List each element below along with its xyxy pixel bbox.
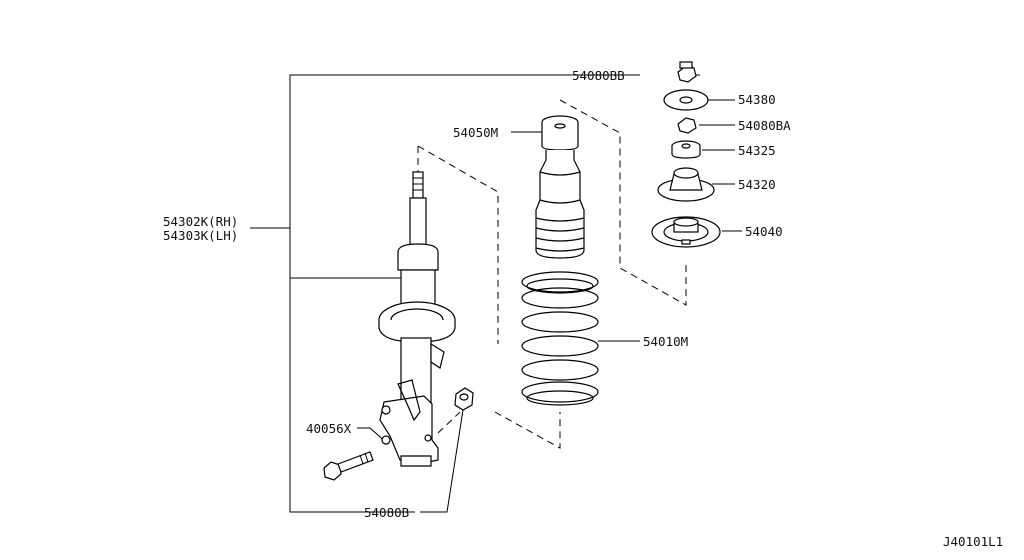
label-54080ba: 54080BA <box>738 118 791 133</box>
bound-bumper-54050m <box>535 115 585 259</box>
label-54325: 54325 <box>738 143 776 158</box>
label-54320: 54320 <box>738 177 776 192</box>
label-54303k-lh: 54303K(LH) <box>163 228 238 243</box>
knuckle-bracket <box>379 395 439 467</box>
label-54050m: 54050M <box>453 125 498 140</box>
coil-spring-54010m <box>521 271 599 406</box>
mount-insulator-54320 <box>657 167 715 202</box>
strut-top-cap <box>397 243 439 271</box>
label-54302k-rh: 54302K(RH) <box>163 214 238 229</box>
leader-lines <box>250 74 742 513</box>
strut-bottom <box>400 455 432 467</box>
label-54080bb: 54080BB <box>572 68 625 83</box>
diagram-id: J40101L1 <box>943 534 1003 549</box>
dashed-alignment-lines <box>417 99 687 449</box>
washer-54380 <box>663 89 709 111</box>
rod-thread <box>412 171 424 199</box>
label-40056x: 40056X <box>306 421 352 436</box>
nut-54080b <box>454 387 474 411</box>
bushing-54325 <box>671 140 701 159</box>
mount-hole-upper <box>381 405 391 415</box>
label-54010m: 54010M <box>643 334 688 349</box>
label-54380: 54380 <box>738 92 776 107</box>
nut-54080bb <box>677 61 697 83</box>
nut-54080ba <box>677 117 697 134</box>
mount-hole-lower <box>381 435 391 445</box>
mount-bearing-54040 <box>651 216 721 248</box>
bolt-40056x <box>323 451 374 481</box>
strut-assembly <box>378 146 456 467</box>
brake-hose-clip <box>397 379 421 422</box>
label-54040: 54040 <box>745 224 783 239</box>
piston-rod <box>409 197 427 247</box>
hose-bracket <box>430 342 445 369</box>
label-54080b: 54080B <box>364 505 409 520</box>
